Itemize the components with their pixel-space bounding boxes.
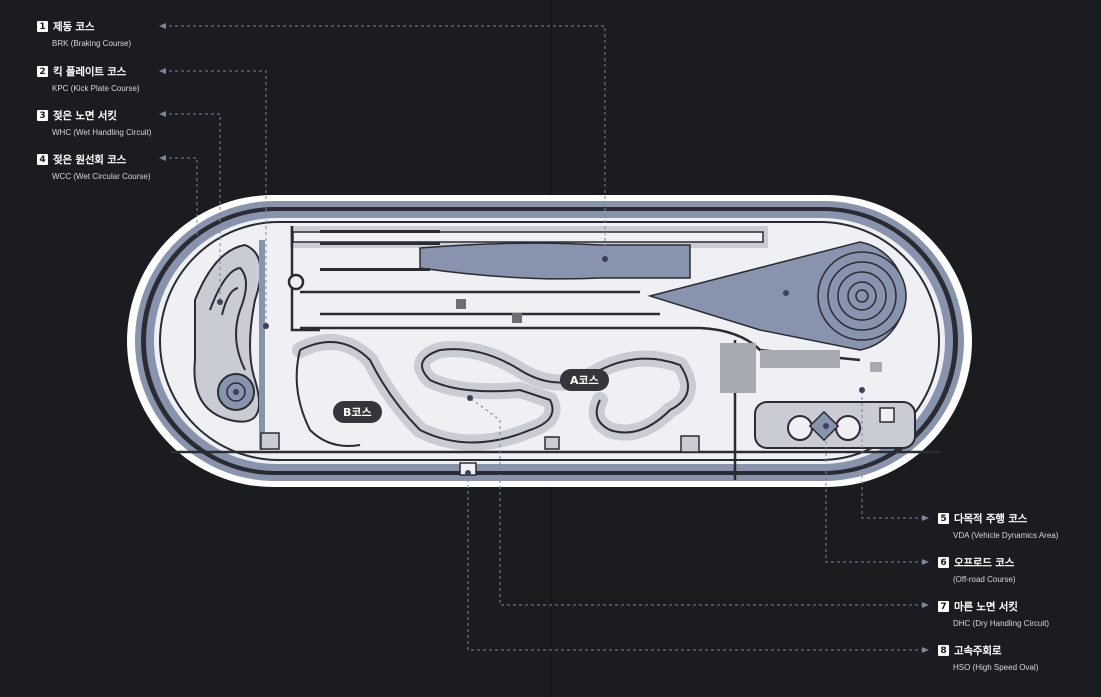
dry-handling-circuit bbox=[292, 334, 700, 476]
service-roads bbox=[170, 226, 940, 480]
legend-title-ko: 킥 플레이트 코스 bbox=[53, 66, 127, 78]
legend-number: 6 bbox=[938, 557, 949, 568]
legend-number: 1 bbox=[37, 21, 48, 32]
legend-title-ko: 젖은 노면 서킷 bbox=[53, 110, 117, 122]
legend-title-en: WCC (Wet Circular Course) bbox=[52, 172, 151, 181]
legend-title-ko: 다목적 주행 코스 bbox=[954, 513, 1028, 525]
legend-item-hso: 8 고속주회로 HSO (High Speed Oval) bbox=[938, 643, 1038, 672]
wet-circular-course bbox=[647, 241, 907, 351]
legend-item-whc: 3 젖은 노면 서킷 WHC (Wet Handling Circuit) bbox=[37, 108, 151, 137]
legend-title-en: DHC (Dry Handling Circuit) bbox=[953, 619, 1050, 628]
legend-title-ko: 제동 코스 bbox=[53, 21, 95, 33]
legend-number: 4 bbox=[37, 154, 48, 165]
leader-arrows bbox=[159, 23, 929, 653]
leader-endpoints bbox=[217, 256, 865, 476]
legend-number: 5 bbox=[938, 513, 949, 524]
legend-item-offroad: 6 오프로드 코스 (Off-road Course) bbox=[938, 555, 1016, 584]
legend-title-en: HSO (High Speed Oval) bbox=[953, 663, 1039, 672]
legend-number: 3 bbox=[37, 110, 48, 121]
legend-item-kpc: 2 킥 플레이트 코스 KPC (Kick Plate Course) bbox=[37, 64, 140, 93]
legend-title-en: WHC (Wet Handling Circuit) bbox=[52, 128, 152, 137]
legend-title-ko: 마른 노면 서킷 bbox=[954, 601, 1018, 613]
course-label-b: B코스 bbox=[333, 401, 382, 423]
legend-title-en: BRK (Braking Course) bbox=[52, 39, 132, 48]
legend-item-dhc: 7 마른 노면 서킷 DHC (Dry Handling Circuit) bbox=[938, 599, 1049, 628]
leader-lines bbox=[163, 25, 924, 651]
legend-title-en: KPC (Kick Plate Course) bbox=[52, 84, 140, 93]
legend-number: 7 bbox=[938, 601, 949, 612]
legend-title-ko: 고속주회로 bbox=[954, 645, 1002, 657]
legend-title-en: (Off-road Course) bbox=[953, 575, 1016, 584]
legend-item-wcc: 4 젖은 원선회 코스 WCC (Wet Circular Course) bbox=[37, 152, 151, 181]
legend-number: 2 bbox=[37, 66, 48, 77]
braking-course bbox=[290, 226, 768, 280]
legend-item-vda: 5 다목적 주행 코스 VDA (Vehicle Dynamics Area) bbox=[938, 511, 1058, 540]
legend-number: 8 bbox=[938, 645, 949, 656]
legend-title-ko: 오프로드 코스 bbox=[954, 557, 1015, 569]
legend-item-brk: 1 제동 코스 BRK (Braking Course) bbox=[37, 19, 131, 48]
legend-title-en: VDA (Vehicle Dynamics Area) bbox=[953, 531, 1059, 540]
wet-handling-circuit bbox=[193, 240, 280, 450]
legend-title-ko: 젖은 원선회 코스 bbox=[53, 154, 127, 166]
infield-ring bbox=[159, 221, 940, 461]
course-label-a: A코스 bbox=[560, 369, 609, 391]
